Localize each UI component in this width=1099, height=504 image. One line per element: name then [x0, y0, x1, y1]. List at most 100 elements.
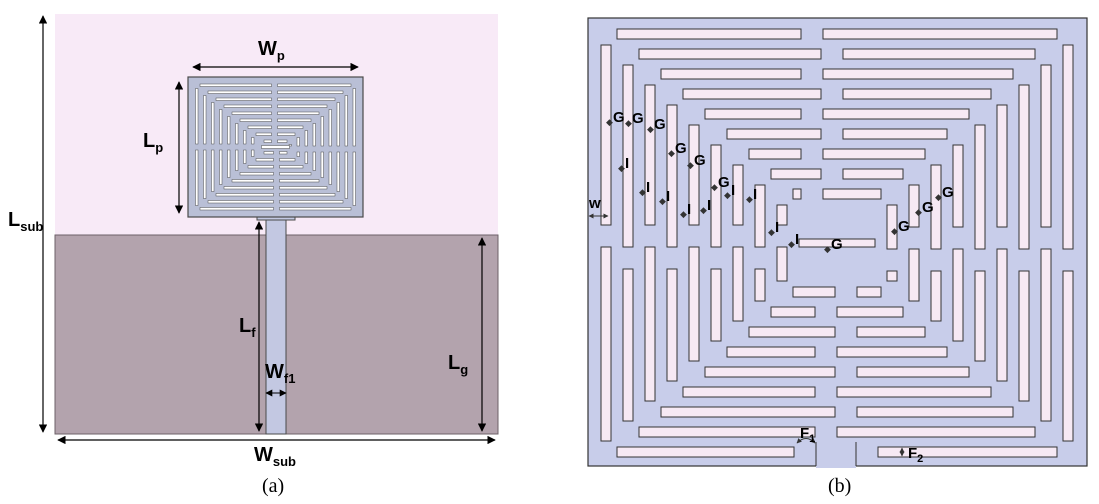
patch-slot: [207, 90, 272, 94]
patch-slot: [243, 130, 247, 145]
maze-slot: [996, 104, 1008, 228]
gap-label-g: G: [694, 152, 706, 169]
maze-slot: [682, 386, 816, 398]
maze-slot: [974, 124, 986, 250]
patch-slot: [211, 102, 215, 145]
maze-slot: [974, 270, 986, 362]
maze-slot: [952, 144, 964, 228]
gap-marker: ◆: [687, 160, 694, 170]
patch-slot: [277, 132, 296, 136]
lp-label: Lp: [143, 130, 163, 155]
patch-slots: [195, 83, 356, 211]
patch-slot: [277, 111, 320, 115]
maze-slot: [1062, 270, 1074, 442]
maze-slot: [682, 88, 822, 100]
gap-label-i: I: [687, 201, 691, 218]
maze-slot: [1062, 44, 1074, 250]
gap-label-g: G: [654, 116, 666, 133]
maze-slot: [638, 426, 816, 438]
gap-marker: ◆: [935, 192, 942, 202]
patch-slot: [304, 151, 308, 164]
gap-marker: ◆: [659, 196, 666, 206]
patch-slot: [263, 139, 272, 143]
patch-slot: [247, 165, 274, 169]
maze-slot: [930, 270, 942, 322]
patch-slot: [199, 207, 274, 211]
patch-slot: [195, 149, 199, 206]
patch-slot: [255, 158, 274, 162]
gap-marker: ◆: [915, 207, 922, 217]
patch-slot-core: [261, 145, 290, 149]
maze-slot: [822, 28, 1058, 40]
patch-slot: [263, 151, 274, 155]
maze-slot: [644, 84, 656, 226]
patch-slot: [227, 149, 231, 178]
caption-a: (a): [262, 475, 284, 497]
gap-marker: ◆: [700, 205, 707, 215]
maze-slot: [1040, 64, 1052, 228]
gap-marker: ◆: [711, 182, 718, 192]
maze-slot: [1040, 248, 1052, 422]
maze-slot: [1018, 84, 1030, 250]
maze-slot: [770, 306, 816, 318]
gap-marker: ◆: [668, 148, 675, 158]
patch-slot: [279, 186, 328, 190]
patch-slot: [312, 123, 316, 147]
maze-slot: [770, 168, 822, 180]
patch-slot: [344, 95, 348, 147]
lg-label: Lg: [448, 352, 468, 377]
gap-label-i: I: [753, 186, 757, 203]
maze-slot: [836, 426, 1036, 438]
maze-slot: [886, 204, 898, 250]
gap-marker: ◆: [788, 239, 795, 249]
w-label: w: [588, 195, 601, 212]
maze-slot: [836, 386, 992, 398]
maze-slot: [600, 44, 612, 226]
maze-slot: [836, 346, 948, 358]
patch-slot: [243, 149, 247, 164]
gap-label-i: I: [646, 179, 650, 196]
patch-slot: [215, 97, 272, 101]
patch-slot: [320, 151, 324, 178]
maze-slot: [666, 268, 678, 382]
gap-marker: ◆: [891, 226, 898, 236]
gap-label-i: I: [707, 197, 711, 214]
gap-label-i: I: [666, 188, 670, 205]
patch-slot: [296, 137, 300, 147]
patch-slot: [199, 83, 272, 87]
maze-slot: [952, 248, 964, 342]
maze-slot: [616, 28, 802, 40]
maze-slot: [836, 306, 904, 318]
gap-labels: G◆G◆G◆G◆G◆G◆G◆G◆G◆G◆I◆I◆I◆I◆I◆I◆I◆I◆I◆: [606, 109, 954, 254]
gap-marker: ◆: [647, 124, 654, 134]
feed-notch: [816, 442, 856, 468]
patch-slot: [277, 104, 328, 108]
maze-slot: [748, 148, 802, 160]
maze-slot: [1018, 270, 1030, 402]
maze-slot: [704, 366, 836, 378]
patch-slot: [207, 200, 274, 204]
patch-slot: [344, 151, 348, 199]
maze-slot: [660, 406, 836, 418]
patch-slot: [279, 193, 336, 197]
gap-label-g: G: [922, 199, 934, 216]
patch-slot: [203, 149, 207, 199]
gap-marker: ◆: [724, 190, 731, 200]
wsub-label: Wsub: [254, 444, 296, 469]
maze-slot: [644, 246, 656, 402]
lsub-label: Lsub: [8, 209, 43, 234]
maze-slot: [726, 346, 816, 358]
patch-slot: [231, 179, 274, 183]
patch-slot: [312, 151, 316, 171]
maze-slot: [856, 406, 1014, 418]
maze-slot: [622, 64, 634, 248]
patch-slot: [227, 116, 231, 145]
gap-marker: ◆: [746, 194, 753, 204]
maze-slot: [822, 68, 1014, 80]
patch-slot: [336, 151, 340, 192]
gap-label-g: G: [898, 218, 910, 235]
maze-slot: [754, 184, 766, 248]
maze-slot: [842, 88, 992, 100]
